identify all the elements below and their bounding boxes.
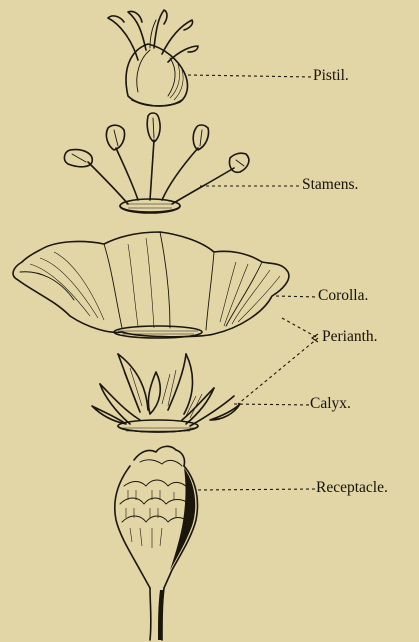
corolla-drawing <box>13 232 289 338</box>
receptacle-drawing <box>115 446 198 640</box>
stamens-label: Stamens. <box>302 177 358 193</box>
receptacle-leader <box>198 489 316 490</box>
calyx-drawing <box>92 354 240 432</box>
perianth-brace <box>238 318 318 404</box>
calyx-label: Calyx. <box>310 396 351 412</box>
calyx-leader <box>234 404 310 405</box>
corolla-leader <box>276 296 318 297</box>
pistil-label: Pistil. <box>313 68 349 84</box>
corolla-label: Corolla. <box>318 288 368 304</box>
perianth-label: Perianth. <box>322 329 378 345</box>
receptacle-label: Receptacle. <box>316 480 388 496</box>
stamens-drawing <box>64 113 249 213</box>
pistil-leader <box>188 75 312 77</box>
pistil-drawing <box>108 10 198 106</box>
